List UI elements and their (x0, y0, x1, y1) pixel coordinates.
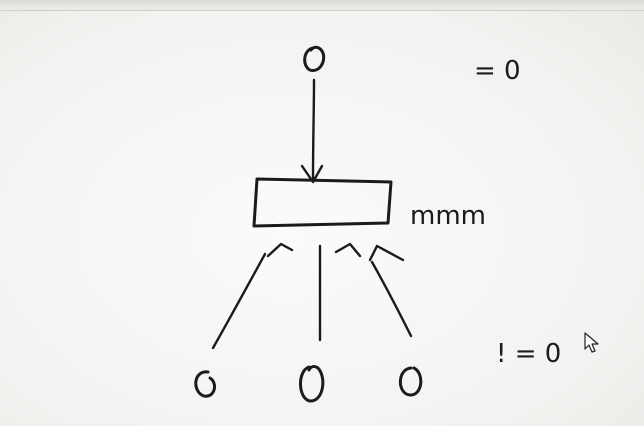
child-node-right (398, 366, 423, 397)
central-box (252, 177, 393, 228)
branch-line-right (370, 260, 413, 338)
window-top-edge (0, 0, 644, 11)
down-arrow-shaft (311, 78, 316, 182)
child-node-left (194, 370, 217, 398)
down-arrow-head (300, 164, 324, 184)
annotation-mmm: mmm (410, 201, 486, 231)
top-node (303, 45, 326, 72)
annotation-equals-zero: = 0 (474, 56, 521, 86)
tick-mark-right (368, 244, 405, 262)
branch-line-left (211, 252, 267, 350)
annotation-not-equals-zero: ! = 0 (496, 339, 561, 369)
cursor-arrow-icon (584, 332, 599, 353)
tick-mark-middle (334, 242, 362, 258)
child-node-middle (299, 365, 325, 403)
tick-mark-left (266, 242, 294, 258)
